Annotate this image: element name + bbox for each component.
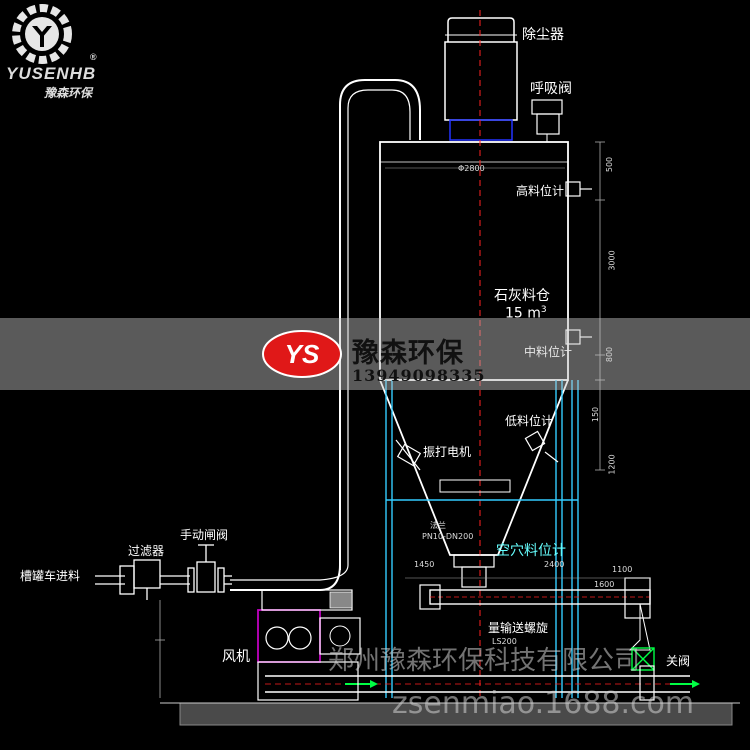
label-valve-right: 关阀: [666, 654, 691, 668]
dim-top-diameter: Φ2800: [458, 164, 485, 173]
ys-badge-icon: [262, 330, 342, 378]
label-screw-sub: LS200: [492, 637, 517, 646]
feed-pipe: [339, 79, 421, 570]
brand-phone: 13949098335: [352, 366, 486, 385]
label-dust-collector: 除尘器: [522, 27, 564, 43]
brand-company-name: 豫森环保: [352, 338, 464, 369]
dim-h1: 500: [605, 156, 615, 173]
watermark-url: zsenmiao.1688.com: [392, 686, 695, 721]
ys-badge-text: YS: [284, 338, 320, 369]
dim-main-height: 3000: [607, 250, 617, 271]
dust-collector: [444, 41, 518, 121]
silo-body: [379, 141, 569, 381]
dim-d4: 1100: [612, 565, 633, 574]
logo-registered: ®: [90, 52, 97, 62]
brand-band: [0, 318, 750, 390]
mid-level-gauge: [565, 329, 592, 345]
feed-line-left: [95, 544, 232, 600]
vibrator-motor: [395, 439, 422, 471]
label-flange-spec: PN10-DN200: [422, 532, 474, 541]
low-level-gauge: [524, 430, 559, 463]
label-vibrator: 振打电机: [423, 445, 472, 459]
conveying-pipeline: [265, 675, 700, 693]
label-silo-name: 石灰料仓: [494, 288, 550, 304]
watermark-company: 郑州豫森环保科技有限公司: [328, 646, 641, 676]
label-filter: 过滤器: [128, 544, 165, 558]
label-manual-valve: 手动闸阀: [180, 528, 229, 542]
dim-d1: 1450: [414, 560, 435, 569]
label-flange: 法兰: [430, 521, 446, 530]
label-air-level: 空穴料位计: [496, 543, 566, 559]
label-mid-level: 中料位计: [524, 345, 573, 359]
logo-brand: YUSENHB: [6, 64, 97, 83]
support-legs: [385, 380, 579, 698]
label-tanker-feed: 槽罐车进料: [20, 569, 81, 583]
label-silo-volume: 15 m3: [505, 305, 547, 322]
label-screw: 量输送螺旋: [488, 621, 549, 635]
high-level-gauge: [565, 181, 592, 197]
silo-cone: [379, 379, 569, 556]
breather-valve: [531, 99, 563, 142]
dim-h3: 150: [591, 406, 601, 423]
label-high-level: 高料位计: [516, 184, 565, 198]
label-fan: 风机: [222, 649, 250, 665]
label-low-level: 低料位计: [505, 414, 554, 428]
dim-d2: 2400: [544, 560, 565, 569]
company-logo-emblem: [12, 4, 72, 64]
dim-h4: 1200: [607, 454, 617, 475]
blower-fan: [257, 589, 361, 701]
logo-chinese: 豫森环保: [44, 86, 93, 100]
dim-d3: 1600: [594, 580, 615, 589]
label-breather-valve: 呼吸阀: [530, 81, 572, 97]
